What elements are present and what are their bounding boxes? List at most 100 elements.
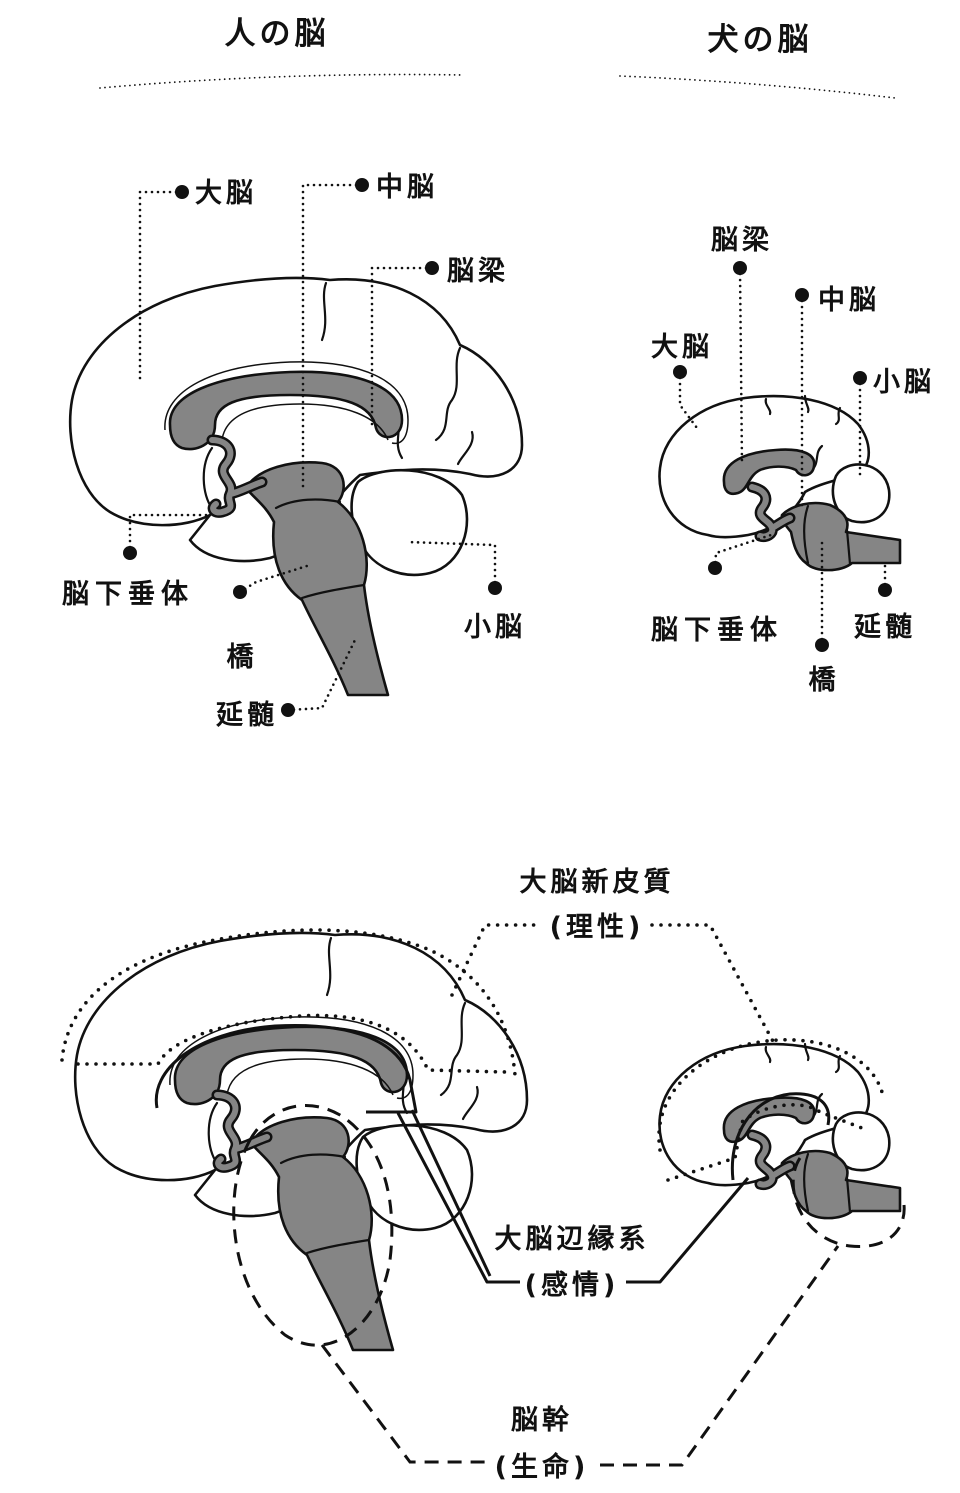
limbic-connector-left-second xyxy=(410,1109,492,1277)
leader-dot xyxy=(123,546,137,560)
dog-cerebellum xyxy=(831,463,891,524)
dog-labels: 脳梁 中脳 大脳 小脳 脳下垂体 延髄 橋 xyxy=(650,225,935,696)
dog-sulcus xyxy=(803,394,810,414)
human-brainstem xyxy=(249,1116,395,1352)
human-brain-top-diagram xyxy=(68,276,524,697)
human-brain-title: 人の脳 xyxy=(225,16,330,52)
human-pituitary-stalk xyxy=(214,1092,270,1171)
label-dog-pons: 橋 xyxy=(809,665,840,696)
label-brainstem: 脳幹 xyxy=(510,1404,573,1436)
label-limbic-role: (感情) xyxy=(525,1269,620,1301)
leader-line-dog-cerebrum xyxy=(678,370,699,430)
limbic-connector-right xyxy=(626,1177,750,1284)
brainstem-annotation: 脳幹 (生命) xyxy=(232,1104,906,1483)
leader-dot xyxy=(281,703,295,717)
human-labels: 大脳 中脳 脳梁 脳下垂体 橋 延髄 小脳 xyxy=(61,172,526,731)
dog-pons-medulla-boundary xyxy=(845,1176,852,1214)
human-brainstem-outline xyxy=(232,1104,394,1347)
leader-line-pituitary xyxy=(128,513,214,555)
dog-brain-bottom xyxy=(658,1042,902,1220)
dog-brainstem xyxy=(780,1149,902,1220)
human-sulcus xyxy=(461,1085,479,1121)
label-limbic: 大脳辺縁系 xyxy=(495,1223,650,1255)
dog-sulcus xyxy=(764,397,772,416)
human-pons-medulla-boundary xyxy=(305,1238,371,1255)
human-sulcus xyxy=(439,1001,467,1097)
human-limbic-outline xyxy=(154,1023,418,1114)
label-dog-cerebellum: 小脳 xyxy=(873,367,935,398)
leader-dot xyxy=(233,585,247,599)
human-sulcus xyxy=(320,281,328,342)
limbic-connector-left xyxy=(396,1112,520,1284)
dog-neocortex-outline xyxy=(657,1038,884,1152)
human-midbrain-pons-boundary xyxy=(279,1153,347,1165)
label-human-medulla: 延髄 xyxy=(215,700,278,731)
brainstem-connector-left xyxy=(320,1344,488,1464)
dog-brain-bottom-diagram xyxy=(658,1042,902,1220)
leader-dot xyxy=(795,288,809,302)
dog-limbic-outline xyxy=(730,1092,831,1181)
dog-pituitary-stalk xyxy=(749,1132,793,1188)
label-human-corpus-callosum: 脳梁 xyxy=(446,256,509,287)
leader-line-medulla xyxy=(286,638,357,712)
human-callosum-outer-edge xyxy=(164,361,409,445)
dog-brain-title: 犬の脳 xyxy=(708,22,813,58)
neocortex-annotation: 大脳新皮質 (理性) xyxy=(60,866,884,1182)
human-sulcus xyxy=(456,430,474,466)
leader-dot xyxy=(673,365,687,379)
dog-brain-top-diagram xyxy=(658,394,902,572)
human-brain-bottom-diagram xyxy=(73,931,529,1352)
human-sulcus xyxy=(325,936,333,997)
label-human-pituitary: 脳下垂体 xyxy=(61,579,194,610)
human-midbrain-pons-boundary xyxy=(274,498,342,510)
neocortex-connector-right xyxy=(650,923,777,1047)
dog-title-separator xyxy=(619,75,896,99)
human-corpus-callosum xyxy=(173,1025,409,1106)
human-brainstem xyxy=(244,461,390,697)
leader-dot xyxy=(853,371,867,385)
label-brainstem-role: (生命) xyxy=(495,1451,590,1483)
human-corpus-callosum xyxy=(168,370,404,451)
dog-corpus-callosum xyxy=(722,448,816,496)
label-dog-medulla: 延髄 xyxy=(853,612,916,643)
dog-midbrain-pons-boundary xyxy=(803,504,810,565)
human-sulcus xyxy=(434,346,462,442)
label-neocortex: 大脳新皮質 xyxy=(520,866,675,898)
leader-line-corpus-callosum xyxy=(370,266,434,432)
dog-sulcus xyxy=(834,1054,842,1074)
label-human-pons: 橋 xyxy=(227,642,258,673)
human-cerebellum xyxy=(350,468,469,577)
dog-brainstem xyxy=(780,501,902,572)
dog-sulcus xyxy=(803,1042,810,1062)
dog-brainstem-outline xyxy=(791,1157,906,1248)
leader-line-cerebrum xyxy=(138,190,184,382)
human-pons-medulla-boundary xyxy=(300,583,366,600)
label-dog-corpus-callosum: 脳梁 xyxy=(710,225,773,256)
leader-dot xyxy=(878,583,892,597)
label-dog-midbrain: 中脳 xyxy=(818,285,880,316)
leader-dot xyxy=(488,581,502,595)
leader-dot xyxy=(355,178,369,192)
leader-dot xyxy=(175,185,189,199)
dog-sulcus xyxy=(834,406,842,426)
dog-neocortex-inner-boundary xyxy=(666,1103,864,1182)
human-neocortex-outline xyxy=(60,928,517,1077)
human-brain-bottom xyxy=(73,931,529,1352)
label-neocortex-role: (理性) xyxy=(550,912,645,943)
label-dog-cerebrum: 大脳 xyxy=(651,332,713,363)
human-title-separator xyxy=(99,73,463,89)
label-human-cerebellum: 小脳 xyxy=(464,612,526,643)
human-fornix xyxy=(226,1058,394,1096)
dog-midbrain-pons-boundary xyxy=(803,1152,810,1213)
label-human-cerebrum: 大脳 xyxy=(195,178,257,209)
dog-pons-medulla-boundary xyxy=(845,528,852,566)
human-fornix xyxy=(221,403,389,441)
human-neocortex-inner-boundary xyxy=(76,1013,507,1074)
dog-sulcus xyxy=(764,1045,772,1064)
label-human-midbrain: 中脳 xyxy=(376,172,438,203)
leader-dot xyxy=(425,261,439,275)
leader-dot xyxy=(708,561,722,575)
brainstem-connector-right xyxy=(600,1245,840,1467)
leader-line-cerebellum xyxy=(406,540,497,590)
